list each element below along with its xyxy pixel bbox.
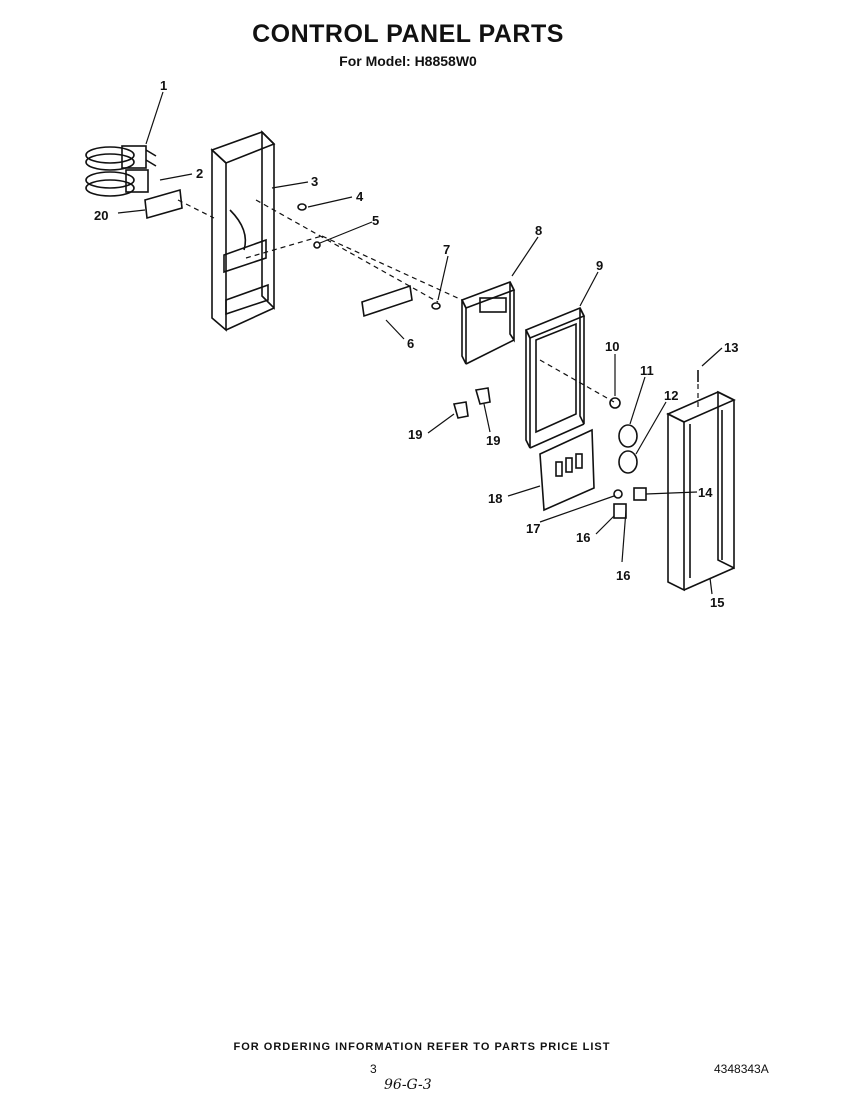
part-3-console-frame — [210, 130, 276, 332]
callout-16-left: 16 — [576, 530, 590, 545]
callout-19-left: 19 — [408, 427, 422, 442]
page-number: 3 — [370, 1062, 377, 1076]
callout-4: 4 — [356, 189, 364, 204]
ordering-note: FOR ORDERING INFORMATION REFER TO PARTS … — [233, 1041, 611, 1053]
part-5-grommet — [313, 241, 321, 249]
callout-17: 17 — [526, 521, 540, 536]
callout-11: 11 — [640, 363, 654, 378]
callout-1: 1 — [160, 78, 167, 93]
callout-9: 9 — [596, 258, 603, 273]
part-4-screw — [297, 203, 307, 211]
part-20-plate — [144, 188, 183, 220]
part-16-switch — [613, 503, 627, 519]
callout-2: 2 — [196, 166, 203, 181]
part-18-switch-plate — [539, 428, 595, 512]
part-10-nut — [609, 397, 621, 409]
callout-14: 14 — [698, 485, 713, 500]
handwritten-mark: 96-G-3 — [384, 1077, 432, 1093]
part-15-trim-frame — [666, 390, 736, 592]
callout-7: 7 — [443, 242, 450, 257]
callout-18: 18 — [488, 491, 502, 506]
callout-15: 15 — [710, 595, 724, 610]
part-1-thermostat — [85, 145, 157, 197]
page-title: CONTROL PANEL PARTS — [252, 20, 564, 48]
callout-6: 6 — [407, 336, 414, 351]
part-14-switch — [633, 487, 647, 501]
model-subtitle: For Model: H8858W0 — [339, 53, 477, 69]
callout-13: 13 — [724, 340, 738, 355]
callout-12: 12 — [664, 388, 678, 403]
part-11-knob — [618, 424, 638, 448]
callout-10: 10 — [605, 339, 619, 354]
part-12-knob — [618, 450, 638, 474]
part-8-control-housing — [460, 280, 516, 365]
part-19-clip-left — [452, 401, 469, 419]
part-9-panel — [524, 306, 586, 449]
document-number: 4348343A — [714, 1062, 769, 1076]
part-6-bracket — [361, 284, 413, 318]
callout-16-bottom: 16 — [616, 568, 630, 583]
callout-8: 8 — [535, 223, 542, 238]
part-19-clip-right — [474, 387, 491, 405]
part-17-light — [613, 489, 623, 499]
callout-5: 5 — [372, 213, 379, 228]
callout-20: 20 — [94, 208, 108, 223]
callout-19-right: 19 — [486, 433, 500, 448]
callout-3: 3 — [311, 174, 318, 189]
part-7-screw — [431, 302, 441, 310]
